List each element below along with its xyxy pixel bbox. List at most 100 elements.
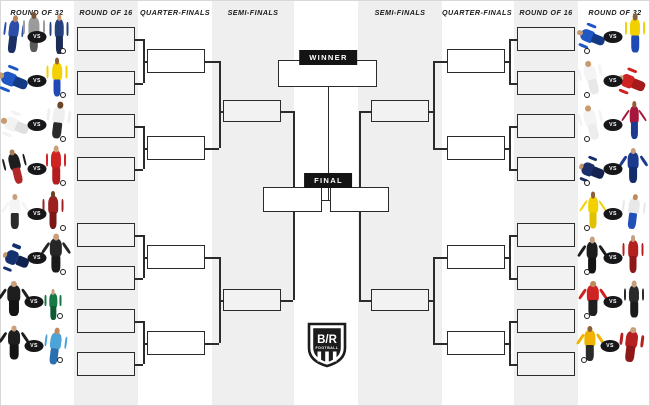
player-legs	[8, 300, 20, 317]
r16-qf-left-feed	[143, 257, 147, 259]
player-legs	[9, 344, 19, 360]
player-cutout-right-5-1	[579, 191, 607, 230]
slot-right-semi-final-1[interactable]	[371, 100, 429, 122]
player-arm-right	[61, 198, 64, 212]
player-arm-right	[637, 109, 647, 122]
slot-right-round-of-16-7[interactable]	[517, 309, 575, 333]
player-arm-right	[59, 295, 62, 306]
qf-sf-left-feed	[219, 111, 223, 113]
slot-left-semi-final-1[interactable]	[223, 100, 281, 122]
player-cutout-right-4-2	[618, 147, 648, 184]
slot-left-round-of-16-3[interactable]	[77, 114, 135, 138]
player-head	[51, 289, 55, 295]
slot-right-round-of-16-3[interactable]	[517, 114, 575, 138]
slot-right-round-of-16-8[interactable]	[517, 352, 575, 376]
player-legs	[7, 35, 17, 54]
slot-right-quarter-final-2[interactable]	[447, 136, 505, 160]
slot-left-semi-final-2[interactable]	[223, 289, 281, 311]
player-legs	[630, 122, 638, 140]
slot-final-2[interactable]	[330, 187, 389, 212]
player-torso	[628, 285, 640, 303]
slot-left-round-of-16-2[interactable]	[77, 71, 135, 95]
slot-right-quarter-final-4[interactable]	[447, 331, 505, 355]
r16-qf-right-feed	[505, 148, 509, 150]
player-arm-right	[63, 336, 68, 350]
slot-right-quarter-final-1[interactable]	[447, 49, 505, 73]
football-icon-right-2	[584, 92, 590, 98]
r16-qf-right-stub-top	[509, 321, 517, 323]
slot-right-round-of-16-5[interactable]	[517, 223, 575, 247]
slot-right-quarter-final-3[interactable]	[447, 245, 505, 269]
player-head	[54, 57, 60, 65]
player-arm-left	[0, 200, 10, 213]
slot-left-round-of-16-8[interactable]	[77, 352, 135, 376]
player-legs	[29, 34, 39, 53]
vs-badge-left-8: VS	[24, 340, 44, 352]
slot-right-round-of-16-1[interactable]	[517, 27, 575, 51]
qf-sf-right-stub-bottom	[433, 148, 447, 150]
player-legs	[628, 167, 638, 184]
slot-right-round-of-16-4[interactable]	[517, 157, 575, 181]
slot-winner[interactable]	[278, 60, 377, 87]
player-cutout-right-8-1	[575, 325, 605, 362]
slot-left-quarter-final-1[interactable]	[147, 49, 205, 73]
r16-qf-left-stub-top	[135, 126, 143, 128]
player-cutout-left-4-1	[1, 148, 30, 187]
player-cutout-right-5-2	[621, 193, 647, 231]
r16-qf-right-stub-top	[509, 39, 517, 41]
r16-qf-right-stub-bottom	[509, 364, 517, 366]
player-torso	[47, 196, 59, 214]
slot-left-quarter-final-2[interactable]	[147, 136, 205, 160]
vs-badge-left-6: VS	[27, 252, 47, 264]
slot-final-1[interactable]	[263, 187, 322, 212]
player-torso	[54, 19, 64, 38]
player-cutout-left-8-2	[43, 327, 68, 366]
player-cutout-right-6-1	[576, 236, 608, 275]
r16-qf-left-spine	[143, 126, 145, 169]
football-icon-left-2	[60, 92, 66, 98]
player-torso	[48, 293, 58, 308]
player-legs	[630, 301, 638, 318]
r16-qf-left-stub-bottom	[135, 169, 143, 171]
column-header-left-round-of-32: ROUND OF 32	[10, 8, 64, 17]
column-header-right-semi-finals: SEMI-FINALS	[374, 8, 426, 17]
player-cutout-right-3-2	[621, 101, 647, 140]
football-icon-right-3	[584, 136, 590, 142]
r16-qf-right-feed	[505, 257, 509, 259]
player-torso	[50, 150, 62, 169]
r16-qf-left-stub-bottom	[135, 278, 143, 280]
player-arm-left	[624, 21, 628, 35]
player-legs	[10, 213, 20, 230]
slot-left-round-of-16-7[interactable]	[77, 309, 135, 333]
slot-right-round-of-16-6[interactable]	[517, 266, 575, 290]
player-head	[632, 13, 638, 21]
qf-sf-right-feed	[429, 111, 433, 113]
r16-qf-right-spine	[509, 39, 511, 83]
player-arm-right	[61, 241, 72, 255]
player-legs	[12, 76, 30, 91]
player-legs	[630, 78, 647, 93]
player-cutout-left-5-2	[42, 191, 64, 230]
r16-qf-right-stub-top	[509, 126, 517, 128]
slot-right-round-of-16-2[interactable]	[517, 71, 575, 95]
slot-left-quarter-final-4[interactable]	[147, 331, 205, 355]
slot-left-quarter-final-3[interactable]	[147, 245, 205, 269]
football-icon-left-5	[60, 225, 66, 231]
r16-qf-left-spine	[143, 321, 145, 364]
player-arm-left	[44, 295, 47, 306]
vs-badge-left-7: VS	[24, 296, 44, 308]
slot-right-semi-final-2[interactable]	[371, 289, 429, 311]
player-arm-left	[0, 287, 7, 300]
slot-left-round-of-16-4[interactable]	[77, 157, 135, 181]
player-legs	[585, 345, 595, 362]
player-arm-left	[46, 65, 49, 79]
player-cutout-left-7-1	[0, 280, 31, 317]
slot-left-round-of-16-1[interactable]	[77, 27, 135, 51]
player-arm-left	[1, 131, 13, 139]
football-icon-left-6	[60, 269, 66, 275]
player-legs	[631, 35, 639, 53]
slot-left-round-of-16-5[interactable]	[77, 223, 135, 247]
slot-left-round-of-16-6[interactable]	[77, 266, 135, 290]
r16-qf-right-spine	[509, 235, 511, 278]
player-head	[12, 193, 18, 200]
